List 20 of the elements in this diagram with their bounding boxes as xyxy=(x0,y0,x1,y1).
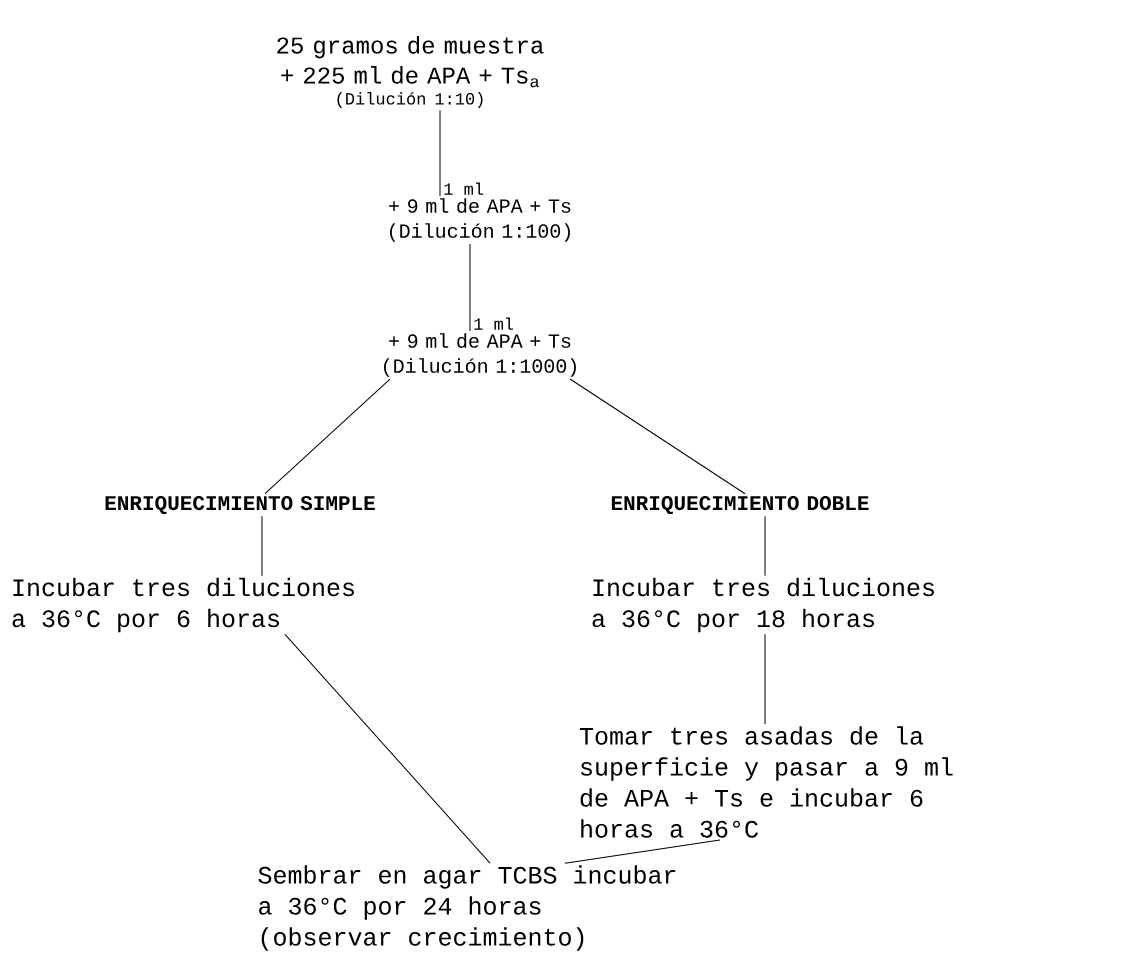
connector-line xyxy=(439,109,441,197)
connector-line xyxy=(261,515,263,577)
edge-label: 1 ml xyxy=(442,181,485,196)
step-text: + 9 ml de APA + Ts (Dilución 1:1000) xyxy=(384,333,576,377)
connector-line xyxy=(264,378,391,495)
step-heading: ENRIQUECIMIENTO DOBLE xyxy=(611,495,869,515)
step-text: Sembrar en agar TCBS incubar a 36°C por 24 horas (observar crecimiento) xyxy=(258,865,676,951)
connector-line xyxy=(564,839,721,864)
connector-line xyxy=(764,515,766,577)
connector-line xyxy=(284,633,491,864)
connector-line xyxy=(569,378,746,495)
connector-line xyxy=(469,243,471,332)
step-text: Tomar tres asadas de la superficie y pasar a 9 ml de APA + Ts e incubar 6 horas a 36°C xyxy=(579,726,953,838)
step-text: 25 gramos de muestra + 225 ml de APA + Ts$_{a}$ (Dilución 1:10) xyxy=(277,36,544,108)
connector-line xyxy=(764,633,766,725)
step-heading: ENRIQUECIMIENTO SIMPLE xyxy=(105,495,375,515)
step-text: Incubar tres diluciones a 36°C por 6 horas xyxy=(12,577,354,633)
edge-label: 1 ml xyxy=(472,316,515,331)
step-text: Incubar tres diluciones a 36°C por 18 horas xyxy=(592,577,934,633)
step-text: + 9 ml de APA + Ts (Dilución 1:100) xyxy=(389,198,571,242)
